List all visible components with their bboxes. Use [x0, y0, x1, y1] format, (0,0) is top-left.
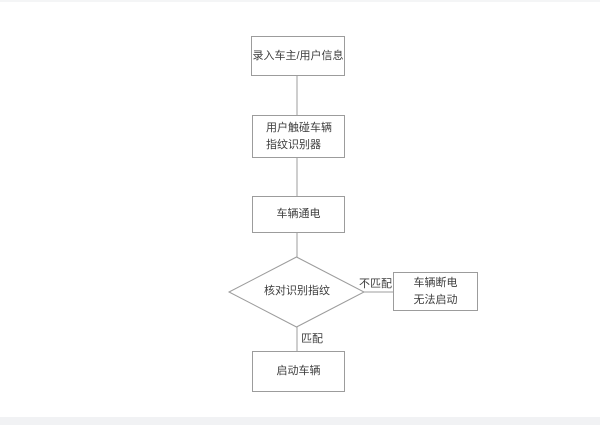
flow-node-touch-sensor-line2: 指纹识别器: [266, 138, 321, 151]
flow-node-power-off: 车辆断电 无法启动: [393, 272, 478, 311]
flow-node-start-vehicle-label: 启动车辆: [276, 365, 321, 377]
flow-node-power-off-line2: 无法启动: [413, 293, 458, 306]
edge-label-match: 匹配: [301, 333, 323, 345]
flow-node-power-off-line1: 车辆断电: [413, 276, 458, 289]
flow-node-touch-sensor: 用户触碰车辆 指纹识别器: [252, 115, 345, 158]
flow-node-start-label: 录入车主/用户信息: [252, 49, 344, 62]
bottom-bar: [0, 417, 600, 425]
decision-diamond-shape: [227, 256, 366, 328]
top-divider: [0, 0, 600, 2]
flow-node-power-on: 车辆通电: [252, 196, 345, 233]
flow-node-start: 录入车主/用户信息: [251, 36, 345, 76]
flow-node-power-on-label: 车辆通电: [276, 208, 321, 220]
flow-node-verify-label: 核对识别指纹: [264, 285, 330, 297]
edge-label-no-match: 不匹配: [359, 278, 392, 290]
flow-node-touch-sensor-line1: 用户触碰车辆: [266, 121, 332, 134]
flow-node-start-vehicle: 启动车辆: [252, 351, 345, 392]
